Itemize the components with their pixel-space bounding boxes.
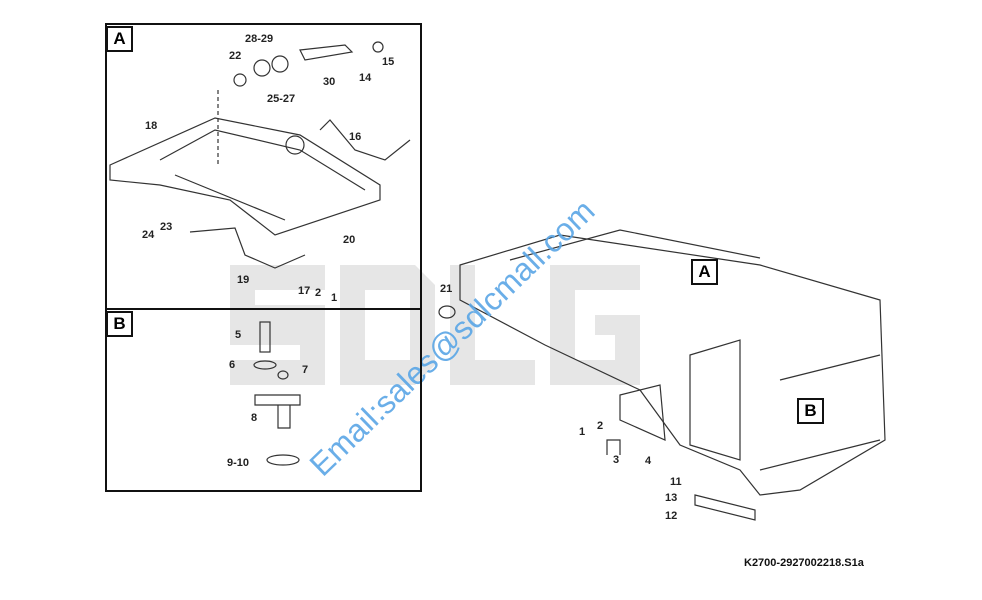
callout-25-27: 25-27 [267, 93, 296, 105]
callout-23: 23 [160, 221, 173, 233]
callout-18: 18 [145, 120, 158, 132]
drawing-code: K2700-2927002218.S1a [744, 557, 864, 569]
callout-28-29: 28-29 [245, 33, 274, 45]
callout-24: 24 [142, 229, 155, 241]
callout-7: 7 [302, 364, 309, 376]
callout-16: 16 [349, 131, 362, 143]
callout-2: 2 [315, 287, 322, 299]
callout-15: 15 [382, 56, 395, 68]
callout-17: 17 [298, 285, 311, 297]
callout-22: 22 [229, 50, 242, 62]
callout-19: 19 [237, 274, 250, 286]
callout-14: 14 [359, 72, 372, 84]
callout-21: 21 [440, 283, 453, 295]
callout-20: 20 [343, 234, 356, 246]
subframe-drawing [109, 117, 381, 236]
callout-main-4: 4 [645, 455, 652, 467]
callout-main-12: 12 [665, 510, 678, 522]
detail-panel-b [105, 308, 422, 492]
callout-1: 1 [331, 292, 338, 304]
detail-panel-a [105, 23, 422, 310]
callout-5: 5 [235, 329, 242, 341]
bolt-drawing [259, 321, 271, 353]
callout-main-1: 1 [579, 426, 586, 438]
panel-b-tag: B [106, 311, 133, 337]
callout-9-10: 9-10 [227, 457, 250, 469]
detail-b-marker: B [797, 398, 824, 424]
main-frame-drawing [459, 234, 886, 496]
callout-main-11: 11 [670, 476, 682, 488]
callout-8: 8 [251, 412, 258, 424]
callout-main-13: 13 [665, 492, 678, 504]
callout-30: 30 [323, 76, 336, 88]
callout-main-2: 2 [597, 420, 604, 432]
callout-6: 6 [229, 359, 236, 371]
panel-a-tag: A [106, 26, 133, 52]
detail-a-marker: A [691, 259, 718, 285]
callout-main-3: 3 [613, 454, 620, 466]
